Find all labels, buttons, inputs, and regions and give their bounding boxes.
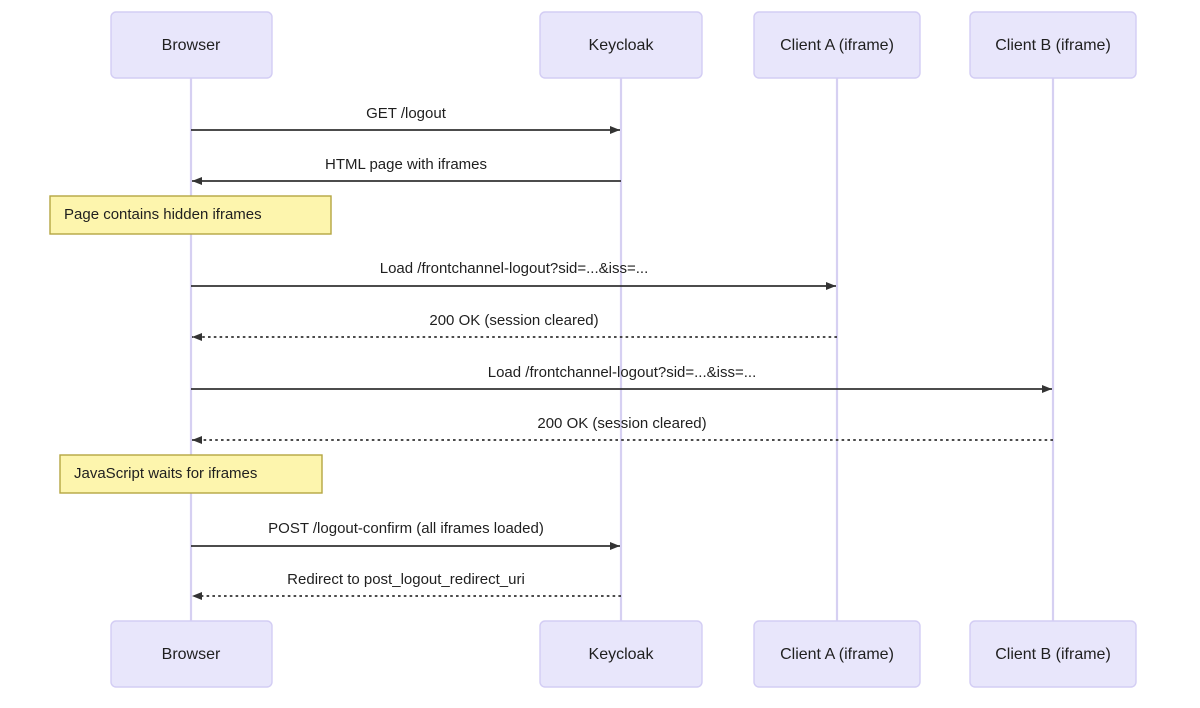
note-0: Page contains hidden iframes (49, 195, 332, 235)
actor-keycloak-bottom[interactable]: Keycloak (539, 620, 703, 688)
message-label-6: POST /logout-confirm (all iframes loaded… (268, 520, 544, 537)
lifelines (189, 78, 1055, 621)
actor-boxes-bottom: Browser Keycloak Client A (iframe) Client B… (110, 620, 1137, 688)
note-1: JavaScript waits for iframes (59, 454, 323, 494)
actor-keycloak-top[interactable]: Keycloak (539, 11, 703, 79)
message-7: Redirect to post_logout_redirect_uri (192, 571, 621, 600)
actor-box-rect (539, 11, 703, 79)
message-6: POST /logout-confirm (all iframes loaded… (191, 520, 620, 550)
actor-client_a-bottom[interactable]: Client A (iframe) (753, 620, 921, 688)
message-5: 200 OK (session cleared) (192, 415, 1053, 444)
actor-client_a-top[interactable]: Client A (iframe) (753, 11, 921, 79)
actor-client_b-top[interactable]: Client B (iframe) (969, 11, 1137, 79)
actor-box-rect (969, 11, 1137, 79)
actor-label-keycloak: Keycloak (589, 646, 655, 663)
message-label-4: Load /frontchannel-logout?sid=...&iss=..… (488, 364, 757, 381)
message-label-2: Load /frontchannel-logout?sid=...&iss=..… (380, 260, 649, 277)
actor-box-rect (753, 620, 921, 688)
actor-box-rect (753, 11, 921, 79)
message-label-7: Redirect to post_logout_redirect_uri (287, 571, 525, 588)
actor-label-client_a: Client A (iframe) (780, 646, 894, 663)
actor-label-client_a: Client A (iframe) (780, 37, 894, 54)
note-label-0: Page contains hidden iframes (64, 206, 262, 223)
message-1: HTML page with iframes (192, 156, 621, 185)
note-box (49, 195, 332, 235)
note-label-1: JavaScript waits for iframes (74, 465, 257, 482)
message-2: Load /frontchannel-logout?sid=...&iss=..… (191, 260, 836, 290)
message-0: GET /logout (191, 105, 620, 134)
message-4: Load /frontchannel-logout?sid=...&iss=..… (191, 364, 1052, 393)
actor-browser-bottom[interactable]: Browser (110, 620, 273, 688)
message-label-3: 200 OK (session cleared) (429, 312, 598, 329)
actor-label-browser: Browser (162, 37, 221, 54)
actor-label-browser: Browser (162, 646, 221, 663)
actor-client_b-bottom[interactable]: Client B (iframe) (969, 620, 1137, 688)
message-label-0: GET /logout (366, 105, 447, 122)
actor-box-rect (110, 620, 273, 688)
actor-box-rect (539, 620, 703, 688)
message-3: 200 OK (session cleared) (192, 312, 837, 341)
actor-browser-top[interactable]: Browser (110, 11, 273, 79)
actor-boxes-top: Browser Keycloak Client A (iframe) Client B… (110, 11, 1137, 79)
message-label-1: HTML page with iframes (325, 156, 487, 173)
actor-box-rect (969, 620, 1137, 688)
actor-label-client_b: Client B (iframe) (995, 646, 1111, 663)
actor-box-rect (110, 11, 273, 79)
message-label-5: 200 OK (session cleared) (537, 415, 706, 432)
actor-label-keycloak: Keycloak (589, 37, 655, 54)
actor-label-client_b: Client B (iframe) (995, 37, 1111, 54)
note-box (59, 454, 323, 494)
